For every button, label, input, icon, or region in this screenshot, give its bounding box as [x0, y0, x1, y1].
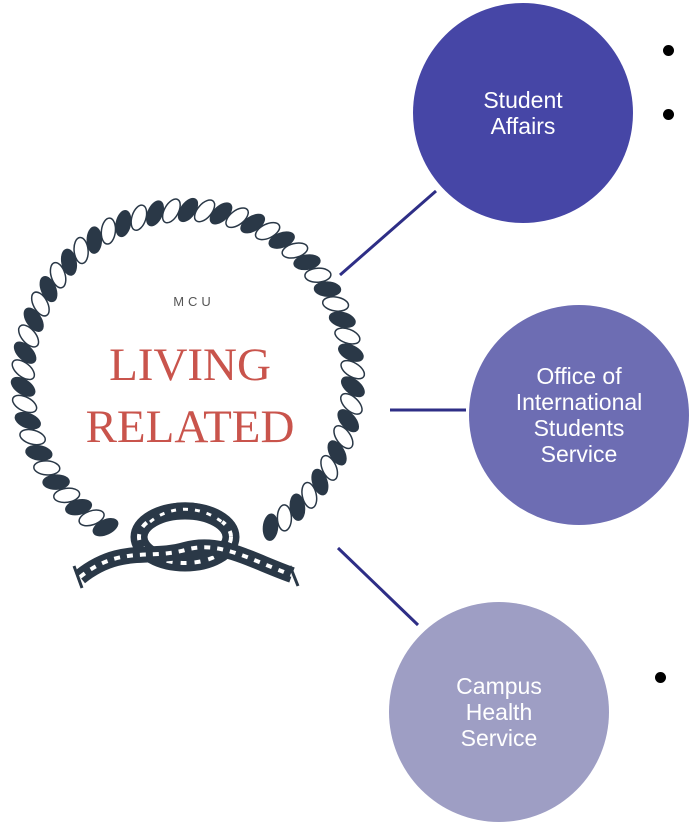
rope-strand: [262, 513, 279, 541]
rope-strand: [92, 518, 119, 537]
rope-strand: [13, 341, 37, 364]
rope-strand: [60, 248, 78, 276]
rope-strand: [254, 221, 281, 241]
rope-strand: [65, 498, 93, 516]
rope-strand: [340, 359, 366, 380]
connector-student-affairs: [339, 189, 437, 277]
rope-strand: [14, 411, 41, 430]
rope-strand: [209, 202, 233, 225]
logo-title-line2: RELATED: [85, 401, 295, 453]
rope-strand: [33, 460, 61, 476]
rope-strand: [340, 392, 363, 415]
node-label: Student Affairs: [483, 87, 563, 139]
rope-strand: [334, 327, 361, 345]
rope-strand: [193, 199, 216, 223]
logo-title-line1: LIVING: [109, 339, 271, 391]
rope-strand: [10, 376, 36, 397]
node-campus-health-service: Campus Health Service: [389, 602, 609, 822]
rope-strand: [100, 217, 117, 245]
rope-strand: [11, 394, 38, 414]
rope-strand: [25, 444, 53, 461]
rope-strand: [333, 425, 354, 450]
rope-ring-icon: [10, 197, 366, 541]
bullet-dot-icon: [663, 109, 674, 120]
node-international-students-service: Office of International Students Service: [469, 305, 689, 525]
rope-strand: [338, 343, 364, 362]
rope-strand: [42, 474, 70, 490]
rope-strand: [328, 311, 356, 328]
node-label: Campus Health Service: [456, 673, 542, 751]
logo-kicker: MCU: [173, 294, 215, 309]
rope-strand: [17, 324, 40, 348]
rope-strand: [145, 200, 165, 227]
rope-strand: [340, 376, 365, 398]
node-student-affairs: Student Affairs: [413, 3, 633, 223]
rope-strand: [177, 197, 199, 223]
rope-strand: [53, 487, 81, 504]
rope-strand: [225, 207, 249, 229]
rope-knot-icon: [72, 502, 300, 589]
rope-strand: [313, 281, 342, 297]
rope-strand: [337, 409, 360, 433]
rope-strand: [39, 276, 58, 303]
rope-strand: [311, 468, 329, 496]
rope-strand: [49, 261, 67, 289]
rope-strand: [11, 359, 36, 381]
bullet-dot-icon: [663, 45, 674, 56]
rope-strand: [293, 254, 321, 271]
rope-strand: [86, 226, 103, 254]
rope-strand: [30, 291, 50, 317]
rope-strand: [268, 231, 295, 249]
rope-strand: [320, 454, 339, 481]
connector-health: [336, 546, 420, 627]
rope-strand: [23, 307, 44, 332]
rope-strand: [327, 440, 347, 466]
rope-strand: [289, 493, 306, 521]
rope-strand: [130, 204, 148, 232]
node-label: Office of International Students Service: [515, 363, 643, 467]
rope-strand: [304, 267, 332, 283]
rope-strand: [321, 296, 350, 312]
rope-strand: [73, 236, 89, 265]
rope-strand: [281, 242, 309, 259]
rope-strand: [240, 213, 266, 234]
rope-strand: [115, 210, 132, 238]
rope-strand: [78, 509, 105, 527]
rope-strand: [19, 428, 47, 446]
rope-strand: [161, 198, 181, 224]
rope-strand: [276, 504, 293, 532]
rope-strand: [301, 481, 318, 509]
bullet-dot-icon: [655, 672, 666, 683]
